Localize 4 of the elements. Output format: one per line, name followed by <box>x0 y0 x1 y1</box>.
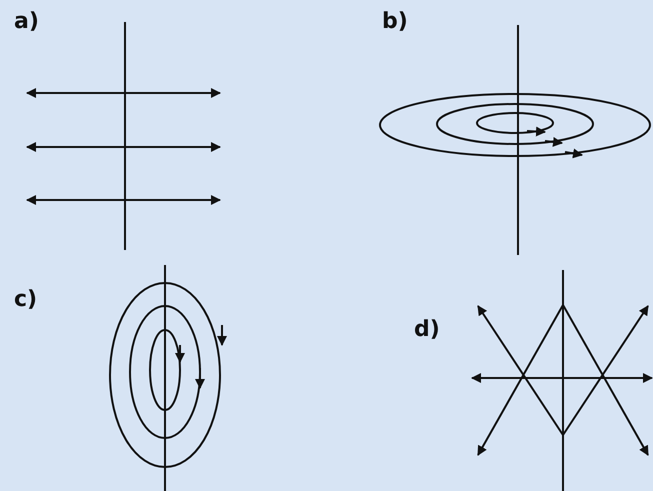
panel-label: d) <box>414 318 440 342</box>
panel-label: c) <box>14 288 38 312</box>
panel-label: a) <box>14 10 39 34</box>
panel-label: b) <box>382 10 408 34</box>
